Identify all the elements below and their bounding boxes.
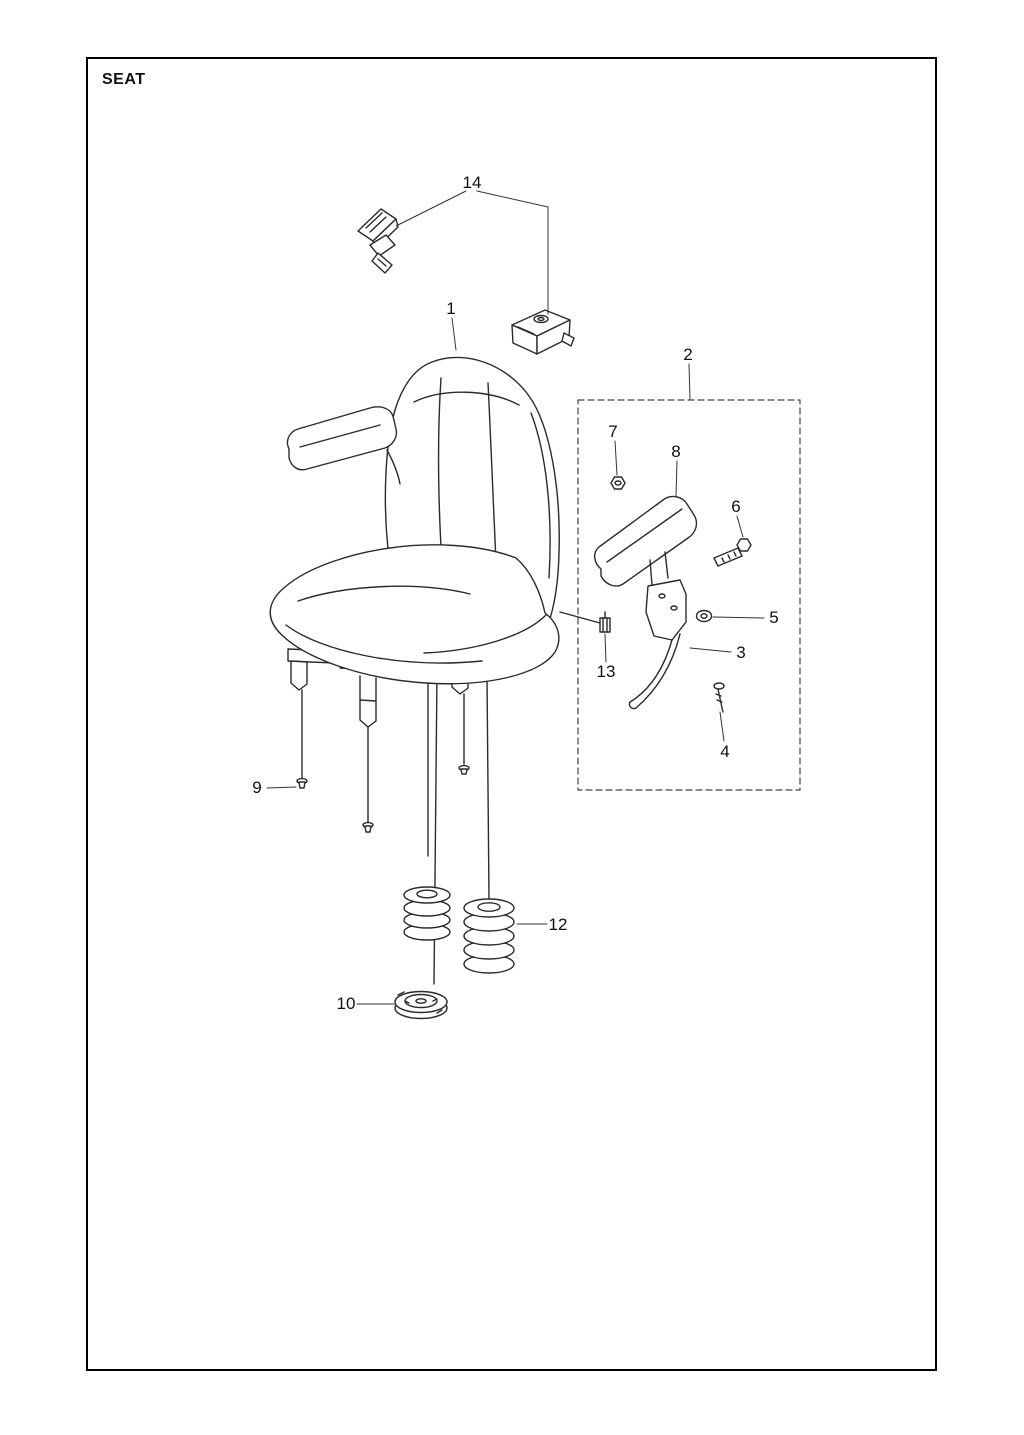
callout-labels: 14 1 2 7 8 6 5 3 13 4 9 12 10 — [252, 173, 778, 1013]
leader-lines — [266, 190, 765, 1005]
bolt-part — [713, 538, 752, 567]
seatbelt-latch — [357, 208, 399, 274]
callout-13: 13 — [597, 662, 616, 681]
callout-6: 6 — [731, 497, 740, 516]
swivel-cap-part — [394, 990, 448, 1020]
washer-part — [695, 609, 713, 623]
rubber-buffer-stack-left — [403, 886, 451, 941]
nut-part — [610, 476, 626, 490]
rubber-buffer-stack-right — [463, 898, 515, 974]
screw-part — [713, 682, 725, 713]
callout-3: 3 — [736, 643, 745, 662]
left-armrest — [286, 406, 401, 485]
callout-2: 2 — [683, 345, 692, 364]
armrest-kit-dashed-box — [577, 399, 801, 791]
diagram-title: SEAT — [102, 71, 146, 88]
callout-8: 8 — [671, 442, 680, 461]
armrest-kit-parts — [559, 476, 752, 713]
callout-9: 9 — [252, 778, 261, 797]
seatbelt-buckle — [511, 309, 575, 355]
bracket-part — [628, 579, 687, 710]
diagram-border: SEAT — [86, 57, 937, 1371]
callout-7: 7 — [608, 422, 617, 441]
mounting-bolts — [296, 671, 490, 985]
callout-10: 10 — [337, 994, 356, 1013]
callout-12: 12 — [549, 915, 568, 934]
armrest-part — [594, 495, 698, 587]
callout-14: 14 — [463, 173, 482, 192]
clip-part — [559, 611, 611, 633]
callout-4: 4 — [720, 742, 729, 761]
seat-cushion — [269, 544, 560, 685]
callout-1: 1 — [446, 299, 455, 318]
callout-5: 5 — [769, 608, 778, 627]
